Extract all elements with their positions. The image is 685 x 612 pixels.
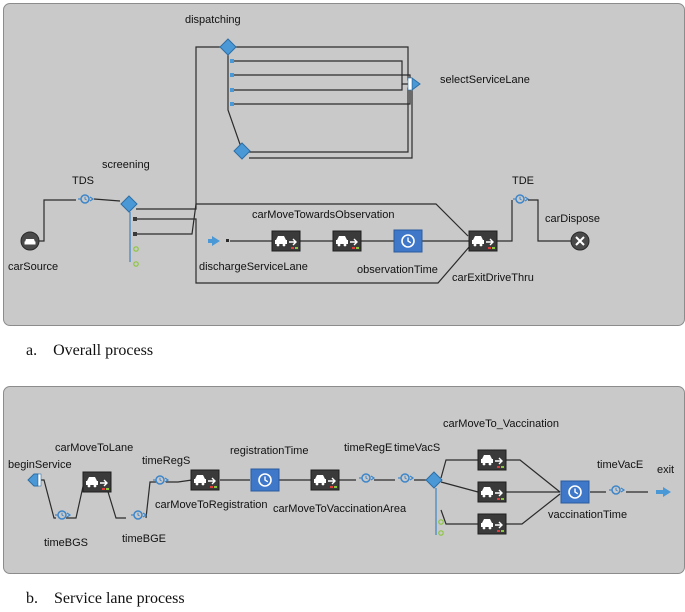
car-move-to-lane-block[interactable]	[82, 471, 112, 493]
port-marker	[230, 59, 234, 63]
port-marker	[226, 239, 229, 242]
tde-time-measure-icon[interactable]	[512, 194, 529, 204]
label-tds: TDS	[72, 175, 94, 187]
car-move-block[interactable]	[332, 230, 362, 252]
select-service-lane-input-icon[interactable]	[411, 77, 421, 91]
label-discharge-service-lane: dischargeServiceLane	[199, 261, 308, 273]
car-move-to-vaccination-block-1[interactable]	[477, 449, 507, 471]
dispatching-join-diamond[interactable]	[233, 142, 251, 160]
time-vac-e-icon[interactable]	[608, 485, 625, 495]
port-marker	[133, 232, 137, 236]
tds-time-measure-icon[interactable]	[77, 194, 94, 204]
caption-overall-process: a. Overall process	[26, 342, 154, 359]
panel-b-blocks	[27, 449, 671, 536]
car-dispose-icon[interactable]	[570, 231, 590, 251]
label-car-exit-drive-thru: carExitDriveThru	[452, 272, 534, 284]
time-reg-s-icon[interactable]	[152, 475, 169, 485]
label-begin-service: beginService	[8, 459, 72, 471]
label-select-service-lane: selectServiceLane	[440, 74, 530, 86]
panel-b-connectors	[38, 459, 648, 535]
panel-a-labels: dispatching selectServiceLane screening …	[8, 14, 600, 284]
vaccination-select-output-diamond[interactable]	[425, 471, 443, 489]
car-move-to-vaccination-area-block[interactable]	[310, 469, 340, 491]
screening-port-green	[133, 261, 139, 267]
label-screening: screening	[102, 159, 150, 171]
car-exit-drive-thru-block[interactable]	[468, 230, 498, 252]
label-tde: TDE	[512, 175, 534, 187]
label-time-reg-s: timeRegS	[142, 455, 190, 467]
label-exit: exit	[657, 464, 674, 476]
panel-a-blocks	[20, 38, 590, 267]
port-marker	[230, 88, 234, 92]
label-time-bge: timeBGE	[122, 533, 166, 545]
label-dispatching: dispatching	[185, 14, 241, 26]
port-green	[438, 530, 444, 536]
select-service-lane-port	[407, 77, 413, 91]
begin-service-enter-icon[interactable]	[27, 473, 39, 487]
label-registration-time: registrationTime	[230, 445, 308, 457]
label-observation-time: observationTime	[357, 264, 438, 276]
observation-time-delay-icon[interactable]	[393, 229, 423, 253]
label-time-bgs: timeBGS	[44, 537, 88, 549]
label-car-move-to-vaccination: carMoveTo_Vaccination	[443, 418, 559, 430]
car-move-to-registration-block[interactable]	[190, 469, 220, 491]
car-move-towards-observation-block[interactable]	[271, 230, 301, 252]
vaccination-time-delay-icon[interactable]	[560, 480, 590, 504]
exit-icon[interactable]	[656, 487, 671, 497]
registration-time-delay-icon[interactable]	[250, 468, 280, 492]
label-car-move-to-registration: carMoveToRegistration	[155, 499, 268, 511]
label-time-vac-s: timeVacS	[394, 442, 440, 454]
label-car-source: carSource	[8, 261, 58, 273]
label-car-move-to-lane: carMoveToLane	[55, 442, 133, 454]
label-car-move-towards-observation: carMoveTowardsObservation	[252, 209, 394, 221]
time-vac-s-icon[interactable]	[397, 473, 414, 483]
screening-port-green	[133, 246, 139, 252]
car-move-to-vaccination-block-3[interactable]	[477, 513, 507, 535]
port-green	[438, 519, 444, 525]
port-marker	[37, 473, 42, 487]
label-time-vac-e: timeVacE	[597, 459, 643, 471]
caption-service-lane-process: b. Service lane process	[26, 590, 185, 607]
panel-b-labels: beginService carMoveToLane timeBGS timeB…	[8, 418, 674, 549]
port-marker	[230, 102, 234, 106]
car-source-icon[interactable]	[20, 231, 40, 251]
label-car-dispose: carDispose	[545, 213, 600, 225]
label-time-reg-e: timeRegE	[344, 442, 392, 454]
screening-select-output-diamond[interactable]	[120, 195, 138, 213]
car-move-to-vaccination-block-2[interactable]	[477, 481, 507, 503]
dispatching-select-output-diamond[interactable]	[219, 38, 237, 56]
port-marker	[230, 73, 234, 77]
port-marker	[133, 217, 137, 221]
time-reg-e-icon[interactable]	[358, 473, 375, 483]
discharge-service-lane-enter-icon[interactable]	[208, 236, 220, 246]
label-car-move-to-vaccination-area: carMoveToVaccinationArea	[273, 503, 407, 515]
label-vaccination-time: vaccinationTime	[548, 509, 627, 521]
time-bge-icon[interactable]	[130, 510, 147, 520]
overall-process-panel	[3, 3, 685, 326]
